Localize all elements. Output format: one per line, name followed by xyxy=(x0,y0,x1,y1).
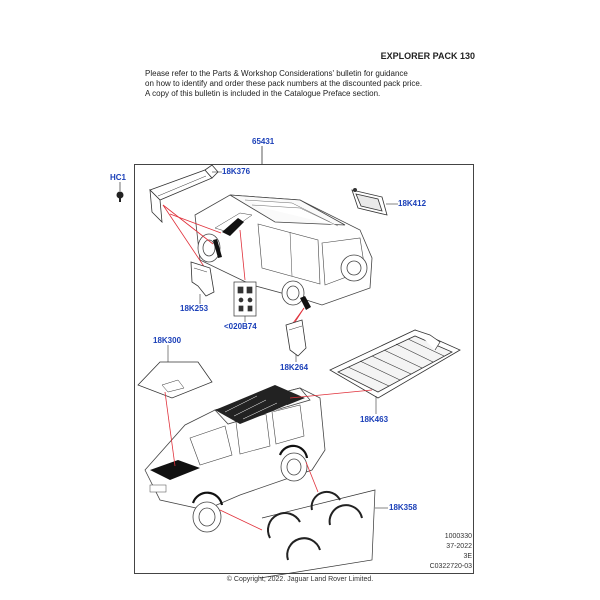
reference-line-1: 1000330 xyxy=(444,533,472,540)
bonnet-mat-fitted xyxy=(150,460,200,480)
bonnet-mat-icon xyxy=(137,361,213,399)
front-arch-flare-fitted xyxy=(191,491,224,506)
callout-18k253: 18K253 xyxy=(180,304,209,313)
rear-mudflap-highlight xyxy=(300,296,311,310)
red-leaders-lower xyxy=(164,389,373,531)
callout-18k264: 18K264 xyxy=(280,363,309,372)
callout-18k358: 18K358 xyxy=(389,503,418,512)
clip-icon xyxy=(116,191,124,202)
pillar-trim-highlight xyxy=(222,218,244,236)
callout-18k300: 18K300 xyxy=(153,336,182,345)
pack-title: EXPLORER PACK 130 xyxy=(380,51,475,61)
callout-18k463: 18K463 xyxy=(360,415,389,424)
copyright-notice: © Copyright, 2022. Jaguar Land Rover Lim… xyxy=(226,576,374,583)
roof-rack-icon xyxy=(329,329,461,399)
reference-line-2: 37-2022 xyxy=(446,543,472,550)
callout-020b74: <020B74 xyxy=(224,322,257,331)
front-mudflap-icon xyxy=(190,261,215,297)
front-mudflap-highlight xyxy=(213,239,222,258)
callout-18k376: 18K376 xyxy=(222,167,251,176)
bonnet-trim-icon xyxy=(149,164,219,224)
reference-line-4: C0322720-03 xyxy=(429,563,472,570)
note-line-2: on how to identify and order these pack … xyxy=(145,79,423,88)
rear-mudflap-icon xyxy=(285,319,307,357)
diagram-frame xyxy=(134,164,474,574)
wheel-arch-set-icon xyxy=(267,490,363,561)
note-line-1: Please refer to the Parts & Workshop Con… xyxy=(145,69,408,78)
callout-hc1: HC1 xyxy=(110,173,127,182)
arch-kit-bracket xyxy=(259,489,376,579)
note-line-3: A copy of this bulletin is included in t… xyxy=(145,89,381,98)
roof-rack-fitted-slats xyxy=(224,395,288,422)
bracket-plate-icon xyxy=(351,187,388,216)
fixings-kit-icon xyxy=(233,281,257,317)
callout-18k412: 18K412 xyxy=(398,199,427,208)
rear-arch-flare-fitted xyxy=(278,444,309,459)
callout-pack: 65431 xyxy=(252,137,275,146)
guidance-note: Please refer to the Parts & Workshop Con… xyxy=(145,69,465,99)
vehicle-rear-icon xyxy=(194,194,373,306)
reference-line-3: 3E xyxy=(463,553,472,560)
